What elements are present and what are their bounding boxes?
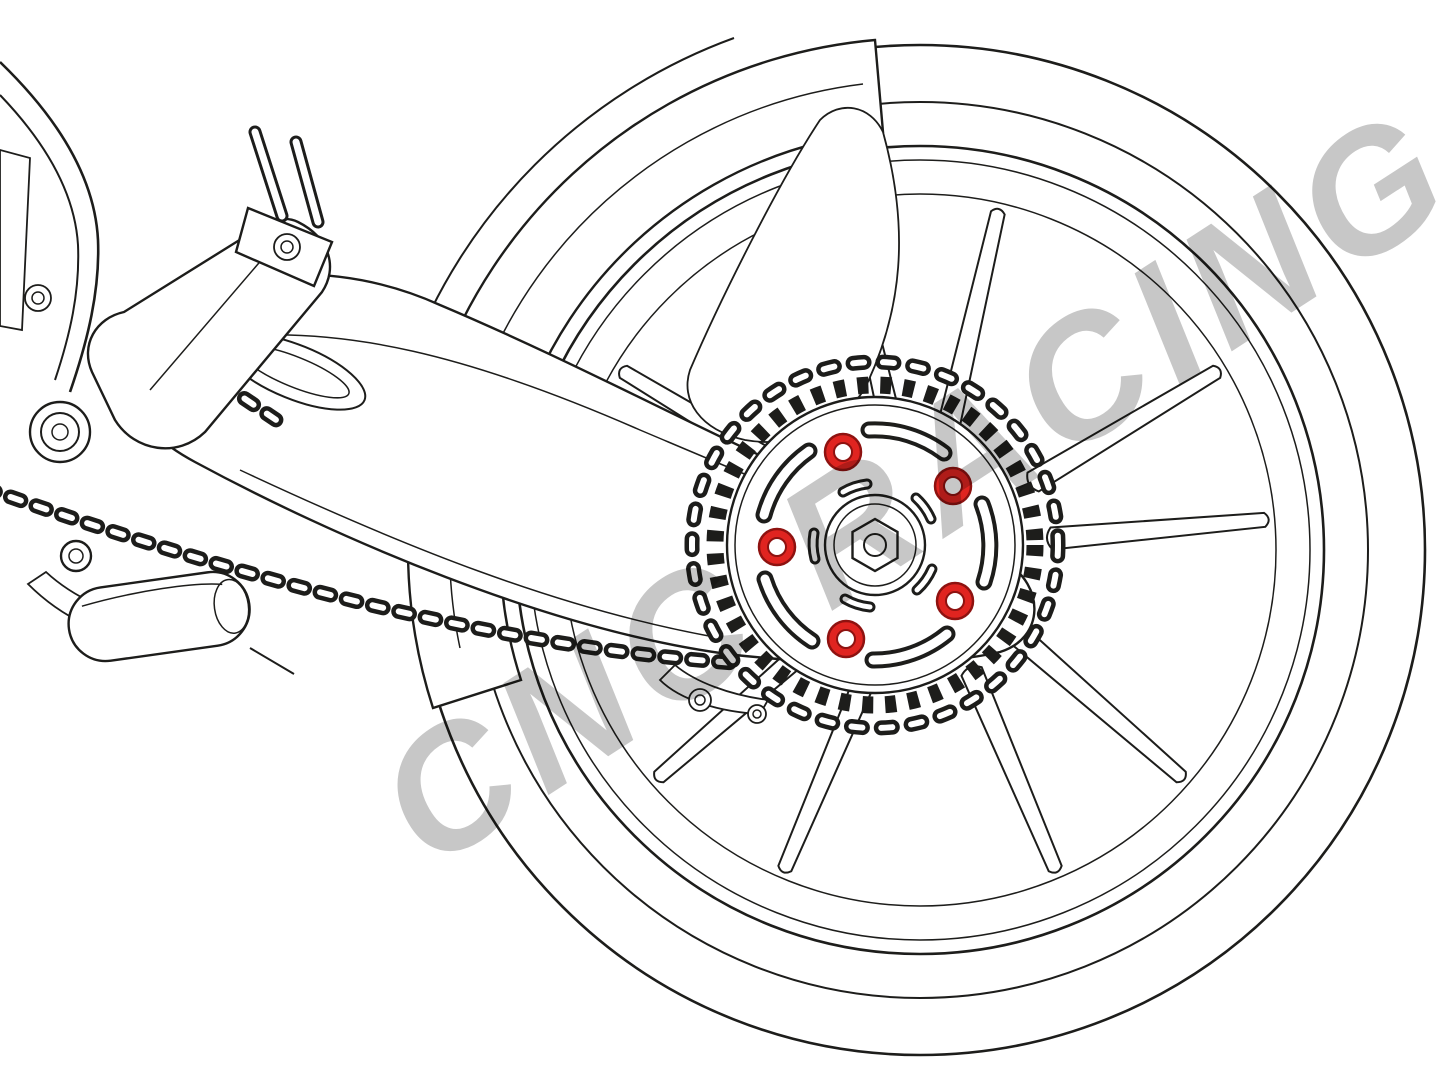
mount-tabs: [248, 125, 325, 229]
axle-hex-nut: [851, 517, 899, 573]
exhaust-top-seam: [81, 583, 223, 607]
sprocket-slot-hollow: [759, 446, 814, 520]
carrier-slot-hollow: [840, 481, 870, 495]
lever-pivot-pin: [68, 548, 84, 564]
hanger-inner-line: [149, 249, 271, 391]
sprocket-nut-hole: [833, 442, 853, 462]
axle-center-hole: [863, 533, 887, 557]
chain-guide-roller: [688, 688, 712, 712]
swingarm-pivot-washer: [28, 400, 92, 464]
sprocket-slot-hollow: [864, 425, 949, 458]
sprocket-nut-hole: [767, 537, 787, 557]
sprocket-slot-hollow: [977, 499, 995, 587]
sprocket-nut-hole: [943, 476, 963, 496]
wheel-spoke: [1045, 507, 1271, 551]
wheel-spoke: [1008, 624, 1193, 789]
exhaust-muffler: [67, 570, 251, 663]
hanger-bolt-upper-pin: [31, 291, 45, 305]
sprocket-nut-hole: [836, 629, 856, 649]
mount-tab-right-hollow: [292, 138, 322, 226]
peg-bracket-bolt: [273, 233, 301, 261]
hanger-bolt-upper: [24, 284, 52, 312]
chain-guide-roller-pin: [694, 694, 706, 706]
swingarm-pivot-ring: [40, 412, 80, 452]
sprocket-slot-hollow: [868, 629, 952, 665]
chain-lower-run-hollow: [0, 490, 738, 666]
sprocket-slot-hollow: [760, 574, 817, 646]
sprocket-nut: [757, 527, 797, 567]
exhaust-hanger-line: [249, 647, 295, 675]
fender-end-panel: [686, 106, 900, 443]
carrier-slot-hollow: [914, 566, 935, 593]
sprocket-carrier-nuts: [757, 432, 975, 659]
peg-bracket-bolt-pin: [280, 240, 294, 254]
swingarm-lower-rib: [239, 469, 721, 639]
subframe-rail-inner: [0, 94, 80, 381]
sprocket-teeth-ring: [706, 376, 1044, 714]
mount-tab-left-hollow: [251, 128, 286, 220]
carrier-slot-hollow: [810, 530, 818, 562]
carrier-slot-hollow: [842, 596, 873, 610]
chain-guide-bolt-pin: [752, 709, 762, 719]
carrier-inner-slots: [807, 478, 938, 613]
subframe-rail: [0, 61, 100, 393]
sprocket-nut: [823, 432, 863, 472]
sprocket-plate-inner-line: [734, 404, 1016, 686]
sprocket-nut: [933, 466, 973, 506]
frame-and-subframe: [0, 61, 334, 675]
frame-plate: [0, 149, 31, 332]
hub-flange-inner: [833, 503, 917, 587]
hub: [823, 493, 927, 597]
chain-guide-bolt: [747, 704, 767, 724]
chain-guide: [658, 663, 770, 724]
swingarm-pivot-bolt: [51, 423, 69, 441]
chain-wrap-ring-hollow: [689, 359, 1061, 731]
sprocket-lightening-slots: [755, 421, 999, 669]
exhaust-end-cap: [213, 578, 250, 634]
sprocket-nut: [935, 581, 975, 621]
sprocket-nut-hole: [945, 591, 965, 611]
carrier-slot-hollow: [913, 495, 934, 522]
lever-pivot: [59, 539, 93, 573]
exhaust: [67, 570, 251, 663]
sprocket-nut: [826, 619, 866, 659]
